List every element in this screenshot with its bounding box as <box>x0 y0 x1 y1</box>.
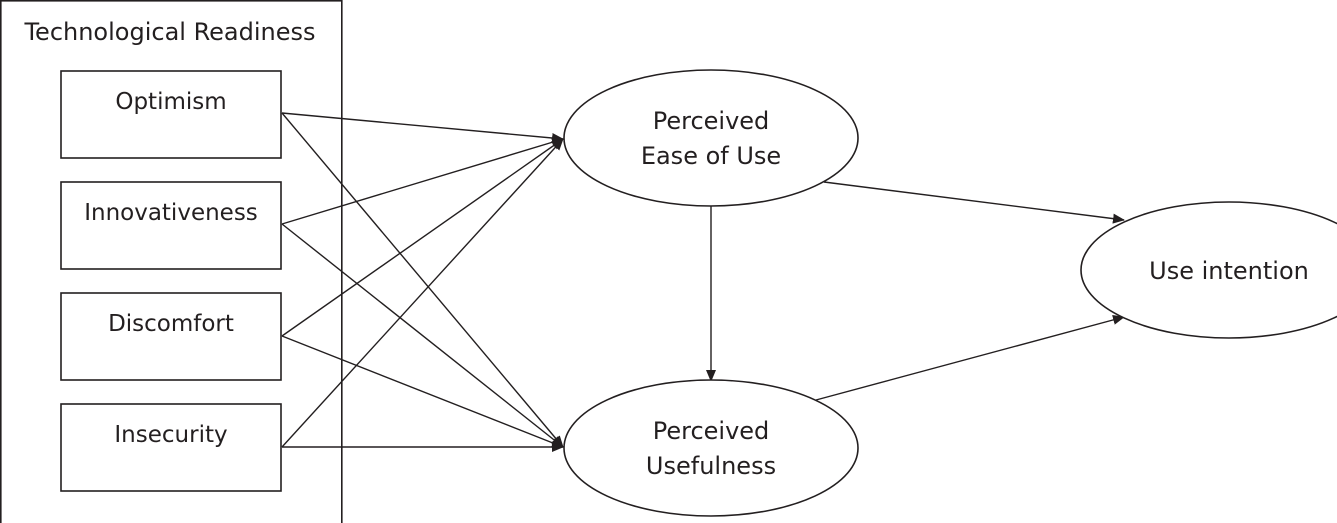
insecurity-label: Insecurity <box>114 422 227 448</box>
innovativeness-box-rect <box>60 181 282 270</box>
perceived-usefulness-node: Perceived Usefulness <box>563 379 859 517</box>
technological-readiness-frame <box>0 0 343 523</box>
discomfort-box-rect <box>60 292 282 381</box>
perceived-ease-of-use-ellipse <box>563 69 859 207</box>
optimism-label: Optimism <box>115 89 226 115</box>
insecurity-box: Insecurity <box>60 403 282 492</box>
arrow-discomfort-to-usefulness <box>281 335 564 448</box>
arrows-to-ease-of-use <box>281 112 564 448</box>
insecurity-box-rect <box>60 403 282 492</box>
perceived-ease-of-use-label-line1: Perceived <box>653 107 770 135</box>
perceived-usefulness-ellipse <box>563 379 859 517</box>
use-intention-ellipse <box>1080 201 1337 339</box>
arrow-innovativeness-to-ease-of-use <box>281 137 564 225</box>
technological-readiness-group: Technological Readiness Optimism Innovat… <box>0 0 343 523</box>
innovativeness-box: Innovativeness <box>60 181 282 270</box>
discomfort-label: Discomfort <box>108 311 234 337</box>
innovativeness-label: Innovativeness <box>84 200 258 226</box>
arrow-optimism-to-ease-of-use <box>281 112 564 143</box>
arrow-discomfort-to-ease-of-use <box>281 138 564 337</box>
discomfort-box: Discomfort <box>60 292 282 381</box>
arrow-innovativeness-to-usefulness <box>281 223 564 448</box>
arrows-to-usefulness <box>281 112 564 452</box>
optimism-box: Optimism <box>60 70 282 159</box>
arrow-usefulness-to-intention <box>815 315 1125 401</box>
construct-paths <box>706 181 1125 401</box>
arrow-ease-of-use-to-intention <box>823 181 1125 224</box>
use-intention-node: Use intention <box>1080 201 1337 339</box>
perceived-usefulness-label-line2: Usefulness <box>646 452 776 480</box>
arrow-insecurity-to-ease-of-use <box>281 138 564 448</box>
technological-readiness-title: Technological Readiness <box>23 18 315 46</box>
arrow-optimism-to-usefulness <box>281 112 564 448</box>
perceived-usefulness-label-line1: Perceived <box>653 417 770 445</box>
use-intention-label: Use intention <box>1149 257 1309 285</box>
perceived-ease-of-use-node: Perceived Ease of Use <box>563 69 859 207</box>
perceived-ease-of-use-label-line2: Ease of Use <box>641 142 781 170</box>
optimism-box-rect <box>60 70 282 159</box>
